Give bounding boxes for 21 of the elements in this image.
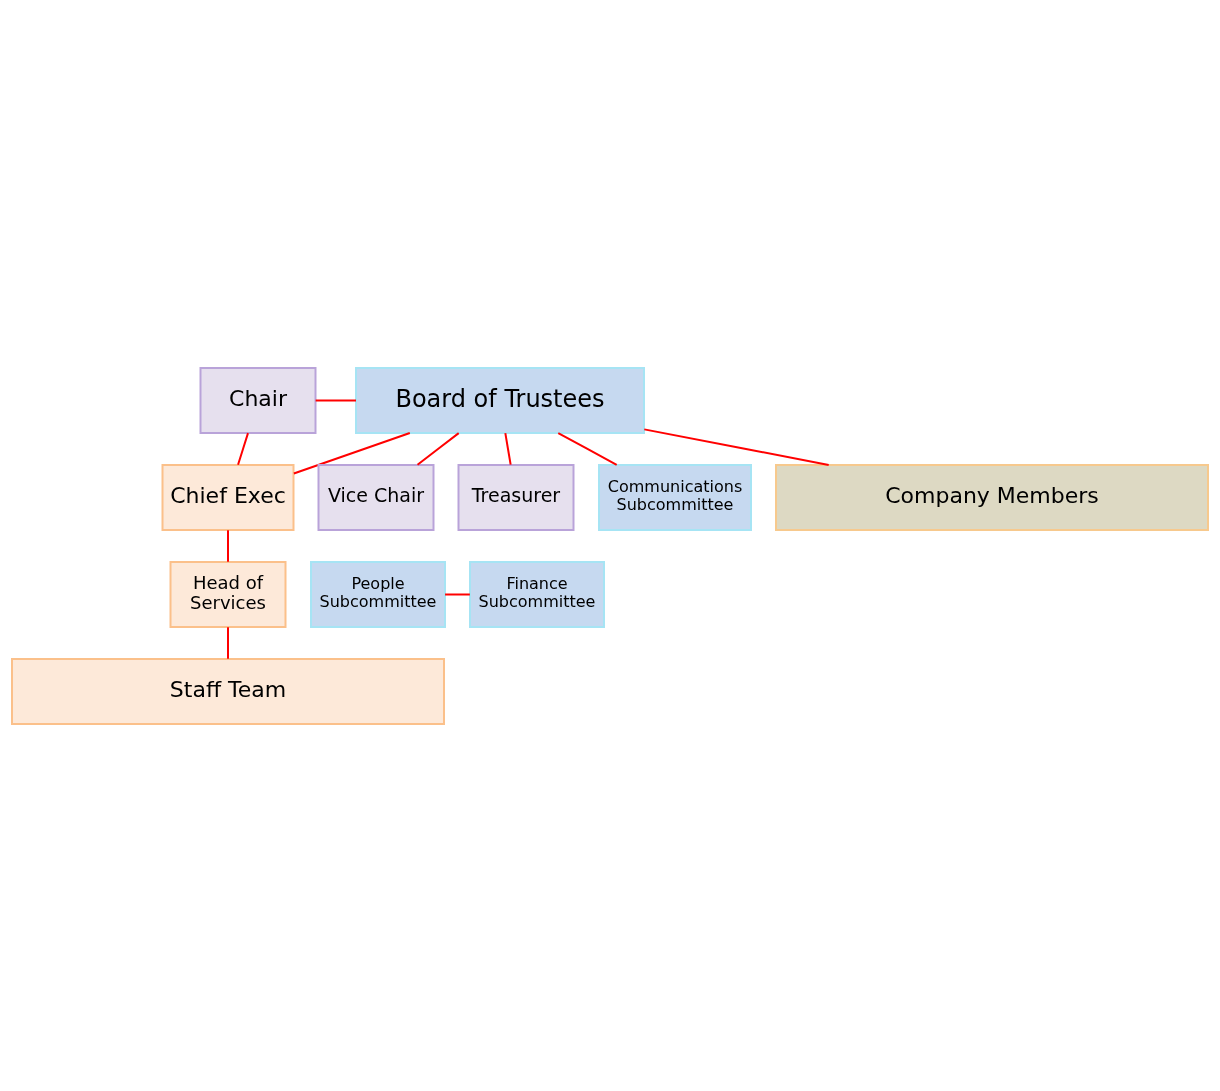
node-box: Finance Subcommittee: [469, 560, 605, 628]
connector: [444, 593, 471, 595]
node-box: Company Members: [775, 463, 1209, 531]
node-box: Communications Subcommittee: [598, 463, 752, 531]
node-box: Chief Exec: [161, 463, 295, 531]
connector: [314, 399, 357, 401]
connector: [643, 427, 830, 466]
connector: [292, 431, 411, 474]
connector: [227, 625, 229, 660]
connector: [557, 431, 618, 466]
node-box: People Subcommittee: [310, 560, 446, 628]
node-box: Vice Chair: [317, 463, 435, 531]
connector: [504, 431, 512, 466]
connector: [227, 528, 229, 563]
node-box: Chair: [199, 366, 317, 434]
connector: [237, 431, 249, 466]
node-box: Staff Team: [11, 657, 445, 725]
node-box: Board of Trustees: [355, 366, 645, 434]
connector: [416, 431, 460, 466]
node-box: Treasurer: [457, 463, 575, 531]
node-box: Head of Services: [169, 560, 287, 628]
